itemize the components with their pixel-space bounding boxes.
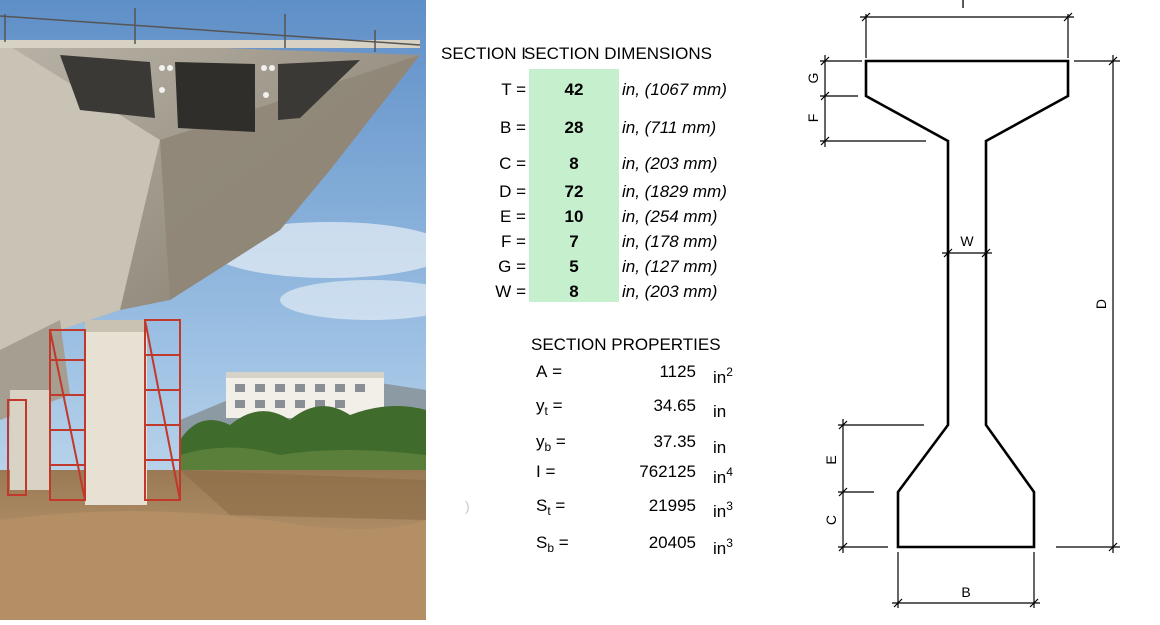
property-label: yb = [536,432,566,454]
property-label: A = [536,362,562,381]
i-beam-drawing: T B W D G F E C [800,0,1160,620]
dimension-label: T = [501,80,526,99]
label-W: W [960,233,974,249]
property-unit: in [713,402,727,421]
dimension-label: E = [500,207,526,226]
dimension-label: G = [498,257,526,276]
stray-mark: ) [465,498,470,514]
label-G: G [805,73,821,84]
dimension-value-cell[interactable]: 7 [569,232,579,251]
label-B: B [961,584,970,600]
bridge-photo [0,0,426,620]
dimension-label: D = [499,182,526,201]
dimension-unit: in, (1829 mm) [622,182,727,201]
label-D: D [1093,299,1109,309]
property-label: St = [536,496,566,518]
input-highlight [529,69,619,302]
label-T: T [959,0,968,11]
property-unit: in3 [713,499,733,521]
dimension-label: W = [495,282,526,301]
property-value: 762125 [639,462,696,481]
dimension-value-cell[interactable]: 8 [569,282,579,301]
label-C: C [823,515,839,525]
property-unit: in3 [713,536,733,558]
property-unit: in4 [713,465,733,487]
dimension-unit: in, (127 mm) [622,257,718,276]
dimension-unit: in, (203 mm) [622,154,718,173]
beam-outline [864,59,1070,549]
property-label: I = [536,462,556,481]
label-E: E [823,455,839,464]
dimension-label: B = [500,118,526,137]
dimension-label: F = [500,232,526,251]
section-dimensions-header: SECTION DIMENSIONS [524,44,712,63]
property-label: yt = [536,396,563,418]
dimension-unit: in, (203 mm) [622,282,718,301]
property-label: Sb = [536,533,569,555]
property-value: 20405 [648,533,696,552]
dimension-unit: in, (178 mm) [622,232,718,251]
dimension-value-cell[interactable]: 5 [569,257,579,276]
dimension-unit: in, (254 mm) [622,207,718,226]
section-properties-header: SECTION PROPERTIES [531,335,721,354]
property-value: 21995 [648,496,696,515]
dimension-value-cell[interactable]: 10 [564,207,584,226]
property-value: 1125 [659,362,696,381]
property-value: 37.35 [653,432,696,451]
section-label: SECTION I [441,44,527,63]
bridge-photo-illustration [0,0,426,620]
dimension-label: C = [499,154,526,173]
dimension-value-cell[interactable]: 28 [564,118,584,137]
dimension-value-cell[interactable]: 42 [564,80,584,99]
dimension-unit: in, (1067 mm) [622,80,727,99]
dimension-value-cell[interactable]: 8 [569,154,579,173]
dimension-unit: in, (711 mm) [622,118,717,137]
label-F: F [805,114,821,123]
property-unit: in2 [713,365,733,387]
section-table: SECTION I SECTION DIMENSIONS T = 42 in, (1… [426,0,800,620]
property-value: 34.65 [653,396,696,415]
property-unit: in [713,438,727,457]
dimension-value-cell[interactable]: 72 [564,182,584,201]
